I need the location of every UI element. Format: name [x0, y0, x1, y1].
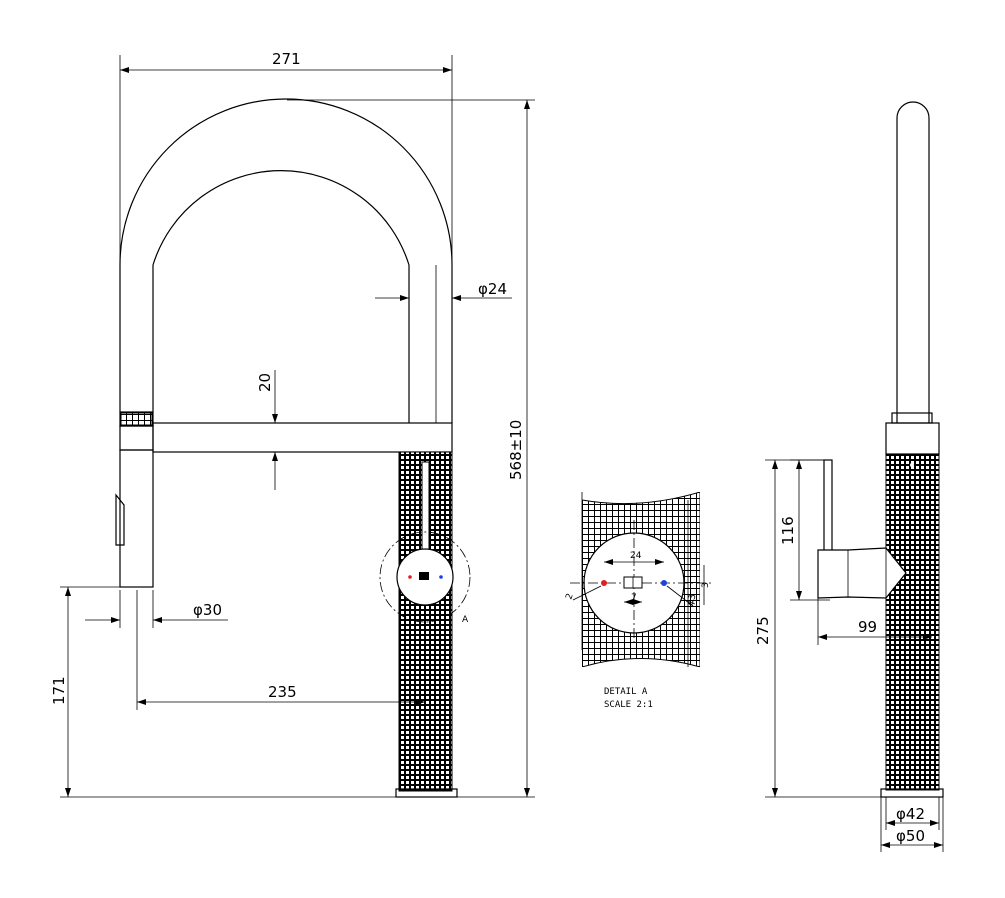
spray-head-collar [119, 425, 154, 451]
detail-title: DETAIL A [604, 687, 648, 697]
detail-dim-24: 24 [630, 551, 642, 561]
dim-base-outer: φ50 [896, 827, 925, 845]
detail-dim-7: 7 [631, 593, 637, 603]
dim-spout-thickness: 20 [256, 373, 274, 392]
detail-scale: SCALE 2:1 [604, 700, 653, 710]
detail-dim-2: 2 [564, 592, 575, 601]
spout-arc-outer [119, 98, 453, 423]
dim-height: 568±10 [507, 420, 525, 480]
dim-body-height: 275 [754, 616, 772, 645]
detail-cold-indicator [661, 580, 667, 586]
body-slot [421, 461, 430, 563]
dim-base-inner: φ42 [896, 805, 925, 823]
side-lever [823, 459, 833, 553]
dim-head-diameter: φ30 [193, 601, 222, 619]
dim-hose-diameter: φ24 [478, 280, 507, 298]
cold-indicator [439, 575, 443, 579]
detail-hot-indicator [601, 580, 607, 586]
dim-handle-height: 116 [779, 516, 797, 545]
base-plate [395, 788, 458, 798]
dim-handle-reach: 99 [858, 618, 877, 636]
detail-dim-phi3: φ3 [685, 593, 698, 607]
side-spout [896, 101, 930, 423]
spray-head [119, 449, 154, 588]
hot-indicator [408, 575, 412, 579]
spout-arc-inner [152, 170, 410, 423]
dim-width: 271 [272, 50, 301, 68]
front-view: A 271 568±10 φ24 20 φ30 235 171 [50, 50, 535, 798]
detail-marker: A [462, 615, 469, 625]
detail-a-circle [379, 531, 471, 623]
detail-a-view: 24 7 3 2 φ3 DETAIL A SCALE 2:1 [564, 492, 712, 710]
dim-reach: 235 [268, 683, 297, 701]
side-view: 116 275 99 φ42 φ50 [754, 101, 944, 852]
detail-dim-3: 3 [701, 582, 711, 588]
dim-head-height: 171 [50, 676, 68, 705]
spout-bar [152, 422, 453, 453]
spray-button [115, 493, 125, 546]
side-body [885, 453, 940, 791]
side-handle [817, 547, 907, 599]
